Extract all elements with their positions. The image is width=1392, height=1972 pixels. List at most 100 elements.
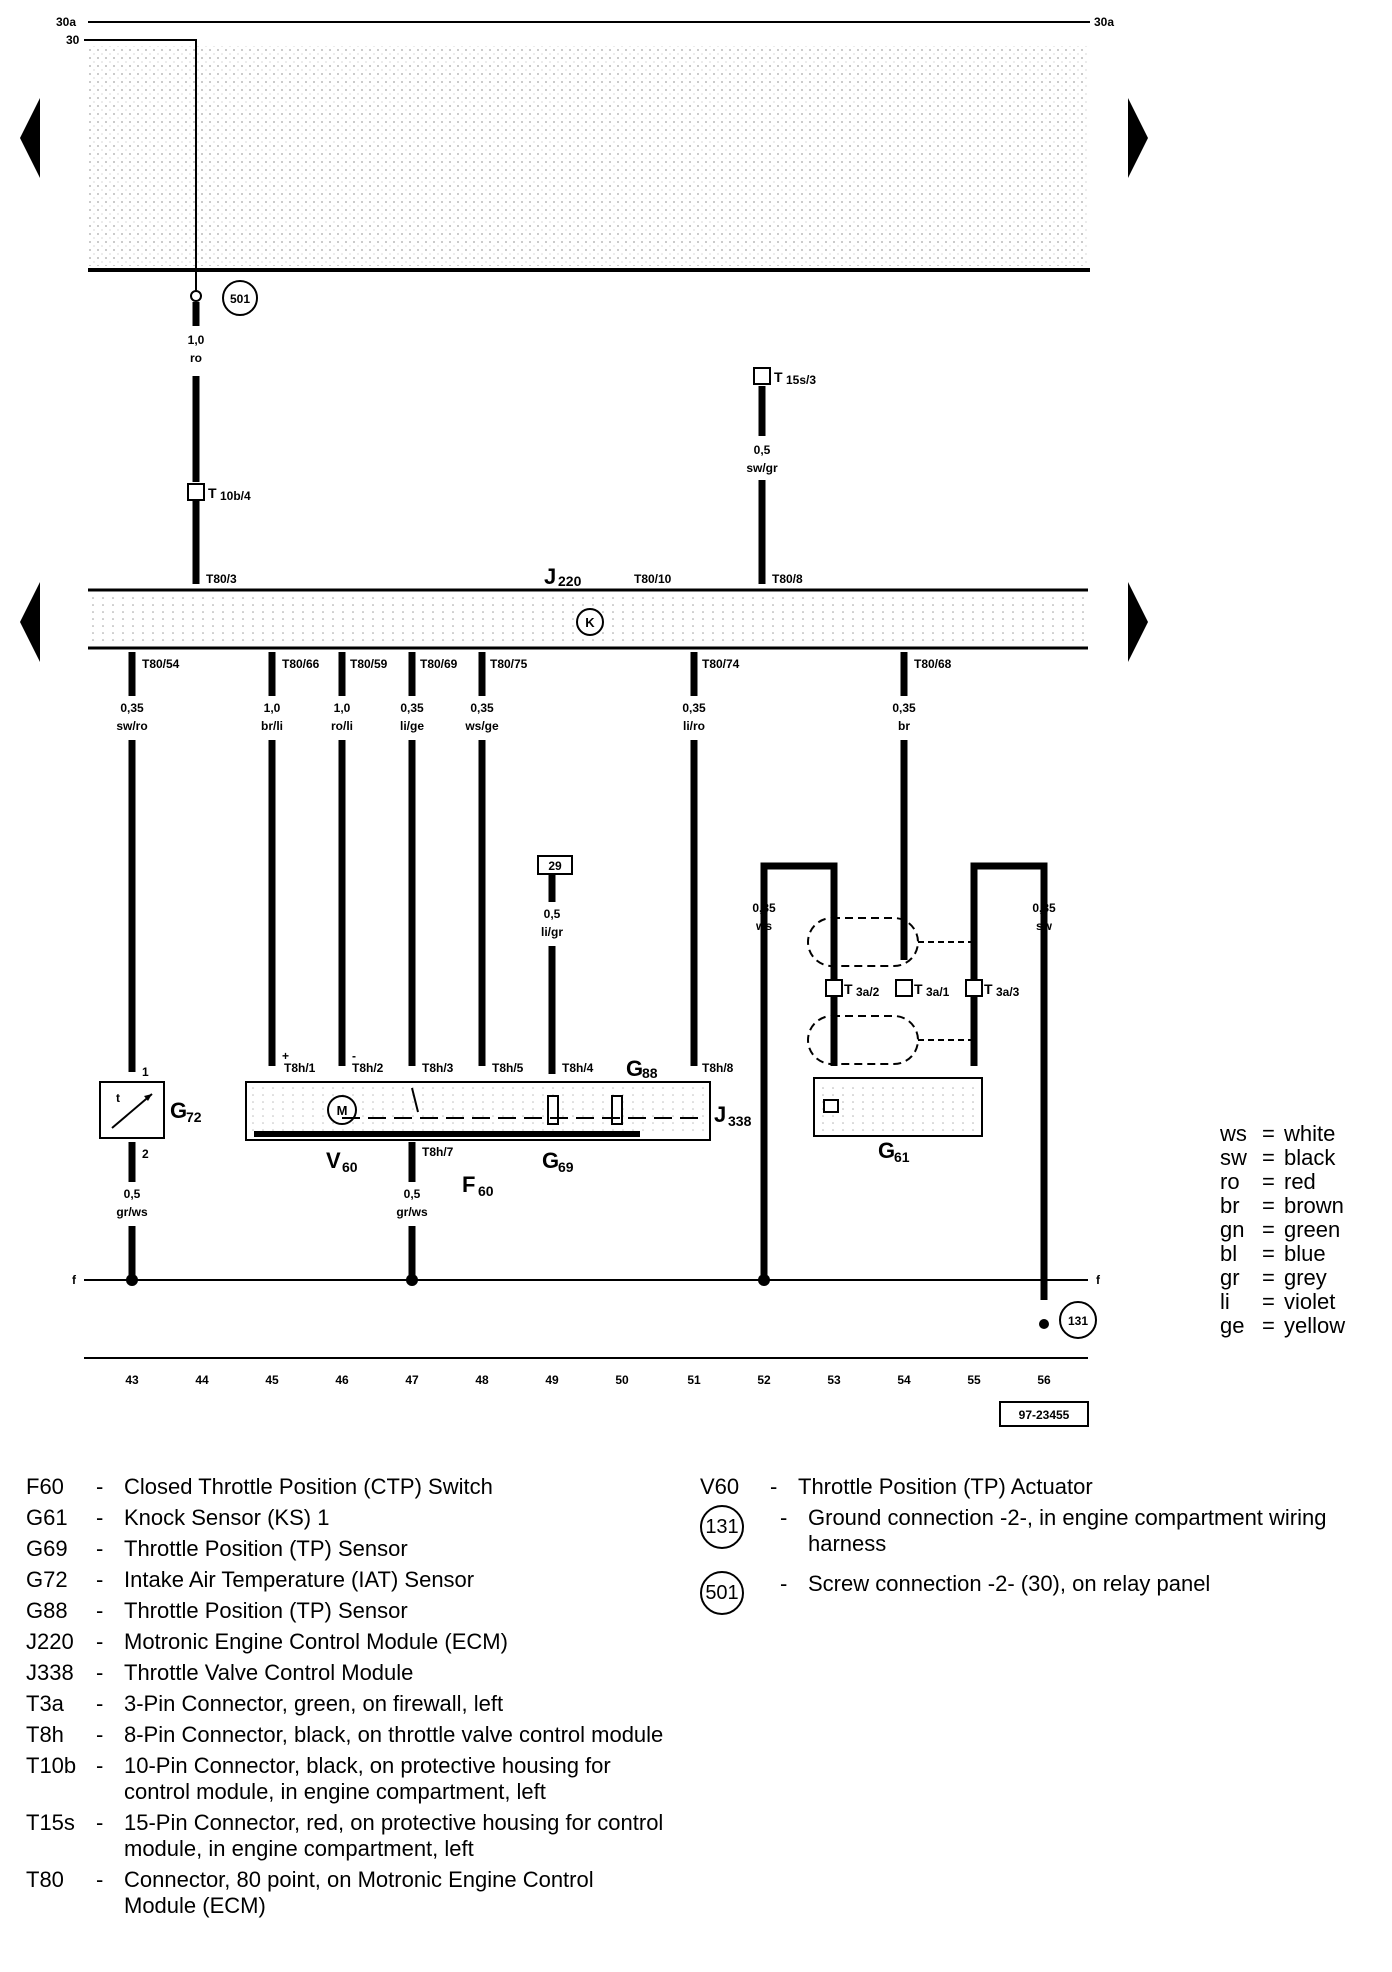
wire-size-label: 0,35 [892, 701, 916, 715]
track-number: 48 [475, 1373, 489, 1387]
t3a-2-t: T [844, 981, 853, 997]
key-row: T8h-8-Pin Connector, black, on throttle … [26, 1722, 666, 1748]
wire-color-label: ro/li [331, 719, 353, 733]
key-description: Throttle Position (TP) Actuator [798, 1474, 1093, 1499]
pin-t8h-7: T8h/7 [422, 1145, 454, 1159]
key-code: G72 [26, 1567, 68, 1592]
ground-f-left: f [72, 1273, 77, 1287]
legend-code: ge [1220, 1313, 1245, 1338]
g88-label-sub: 88 [642, 1065, 658, 1081]
track-number: 55 [967, 1373, 981, 1387]
rail-30a-left: 30a [56, 15, 76, 29]
key-description: Screw connection -2- (30), on relay pane… [808, 1571, 1211, 1596]
track-number: 53 [827, 1373, 841, 1387]
ecm-pins: T80/54 T80/66 T80/59 T80/69 T80/75 T80/7… [142, 657, 952, 671]
wire-t15s: T 15s/3 0,5 sw/gr T80/8 T80/10 [634, 367, 816, 586]
wire-track-43-supply: 501 1,0 ro T 10b/4 T80/3 [187, 280, 258, 586]
key-row: T80-Connector, 80 point, on Motronic Eng… [26, 1867, 666, 1919]
g69-resistor-icon [547, 1095, 559, 1125]
key-description: 15-Pin Connector, red, on protective hou… [124, 1810, 664, 1861]
wire-size-label: 0,5 [754, 443, 771, 457]
prev-page-arrow-icon[interactable] [20, 98, 40, 178]
pin-t80-68: T80/68 [914, 657, 952, 671]
wire-size-label: 0,35 [1032, 901, 1056, 915]
legend-name: brown [1284, 1193, 1344, 1218]
wire-color-label: ws [755, 919, 772, 933]
wiring-diagram: 30a 30a 30 501 1,0 ro T 10b/4 T80/3 T 15… [20, 15, 1148, 1427]
wire-size-label: 0,35 [682, 701, 706, 715]
pin-t80-66: T80/66 [282, 657, 320, 671]
key-code: T80 [26, 1867, 64, 1892]
wire-size-label: 0,35 [470, 701, 494, 715]
pin-t8h-4: T8h/4 [562, 1061, 594, 1075]
pin-t8h-2: T8h/2 [352, 1061, 384, 1075]
document-number: 97-23455 [999, 1401, 1089, 1427]
track-number: 52 [757, 1373, 771, 1387]
wire-size-label: 1,0 [264, 701, 281, 715]
relay-ref-29: 29 0,5 li/gr [537, 855, 573, 1074]
wire-color-label: gr/ws [116, 1205, 148, 1219]
legend-code: bl [1220, 1241, 1238, 1266]
wire-size-label: 1,0 [188, 333, 205, 347]
key-row-ground: 131-Ground connection -2-, in engine com… [700, 1505, 1360, 1557]
legend-name: white [1284, 1121, 1336, 1146]
next-page-arrow-icon-2[interactable] [1128, 582, 1148, 662]
pin-t80-74: T80/74 [702, 657, 740, 671]
key-description: Connector, 80 point, on Motronic Engine … [124, 1867, 594, 1918]
j338-label: J [714, 1102, 726, 1127]
key-row: T10b-10-Pin Connector, black, on protect… [26, 1753, 666, 1805]
legend-name: red [1284, 1169, 1316, 1194]
v60-label: V [326, 1148, 341, 1173]
track-number: 54 [897, 1373, 911, 1387]
pin-t8h-5: T8h/5 [492, 1061, 524, 1075]
legend-row: bl=blue [1220, 1241, 1326, 1266]
next-page-arrow-icon[interactable] [1128, 98, 1148, 178]
wire-size-label: 0,5 [124, 1187, 141, 1201]
f60-label-sub: 60 [478, 1183, 494, 1199]
legend-row: ro=red [1220, 1169, 1316, 1194]
wire-color-label: li/gr [541, 925, 563, 939]
throttle-module-j338: T8h/1 T8h/2 T8h/3 T8h/5 T8h/4 T8h/8 T8h/… [245, 1049, 752, 1280]
key-row: T15s-15-Pin Connector, red, on protectiv… [26, 1810, 666, 1862]
pin-t80-10: T80/10 [634, 572, 672, 586]
g72-pin-1: 1 [142, 1065, 149, 1079]
key-row: G72-Intake Air Temperature (IAT) Sensor [26, 1567, 666, 1593]
key-code: G88 [26, 1598, 68, 1623]
legend-row: gr=grey [1220, 1265, 1327, 1290]
wire-size-label: 0,35 [400, 701, 424, 715]
legend-code: gr [1220, 1265, 1240, 1290]
v60-label-sub: 60 [342, 1159, 358, 1175]
t3a-2-label: 3a/2 [856, 985, 880, 999]
key-code: G61 [26, 1505, 68, 1530]
legend-row: gn=green [1220, 1217, 1341, 1242]
key-row: G88-Throttle Position (TP) Sensor [26, 1598, 666, 1624]
wire-color-label: li/ge [400, 719, 424, 733]
track-number: 46 [335, 1373, 349, 1387]
key-row: F60-Closed Throttle Position (CTP) Switc… [26, 1474, 666, 1500]
wire-size-label: 0,5 [404, 1187, 421, 1201]
connector-t10b-label: T [208, 485, 217, 501]
connector-t10b-icon [187, 483, 205, 501]
prev-page-arrow-icon-2[interactable] [20, 582, 40, 662]
g72-pin-2: 2 [142, 1147, 149, 1161]
ground-point-131-label: 131 [1068, 1314, 1088, 1328]
rail-30-label: 30 [66, 33, 80, 47]
legend-row: br=brown [1220, 1193, 1344, 1218]
wire-color-label: sw [1036, 919, 1053, 933]
legend-name: violet [1284, 1289, 1336, 1314]
key-row-ground: 501-Screw connection -2- (30), on relay … [700, 1571, 1360, 1615]
connector-t10b-sub: 10b/4 [220, 489, 251, 503]
key-row: G61-Knock Sensor (KS) 1 [26, 1505, 666, 1531]
rail-30a-right: 30a [1094, 15, 1114, 29]
track-number: 50 [615, 1373, 629, 1387]
key-row: J338-Throttle Valve Control Module [26, 1660, 666, 1686]
wire-color-label: li/ro [683, 719, 705, 733]
t3a-1-label: 3a/1 [926, 985, 950, 999]
key-description: Throttle Valve Control Module [124, 1660, 414, 1685]
wire-color-label: ws/ge [464, 719, 499, 733]
pin-t8h-1: T8h/1 [284, 1061, 316, 1075]
key-code: T8h [26, 1722, 64, 1747]
ecm-label-sub: 220 [558, 573, 582, 589]
key-code: J220 [26, 1629, 74, 1654]
